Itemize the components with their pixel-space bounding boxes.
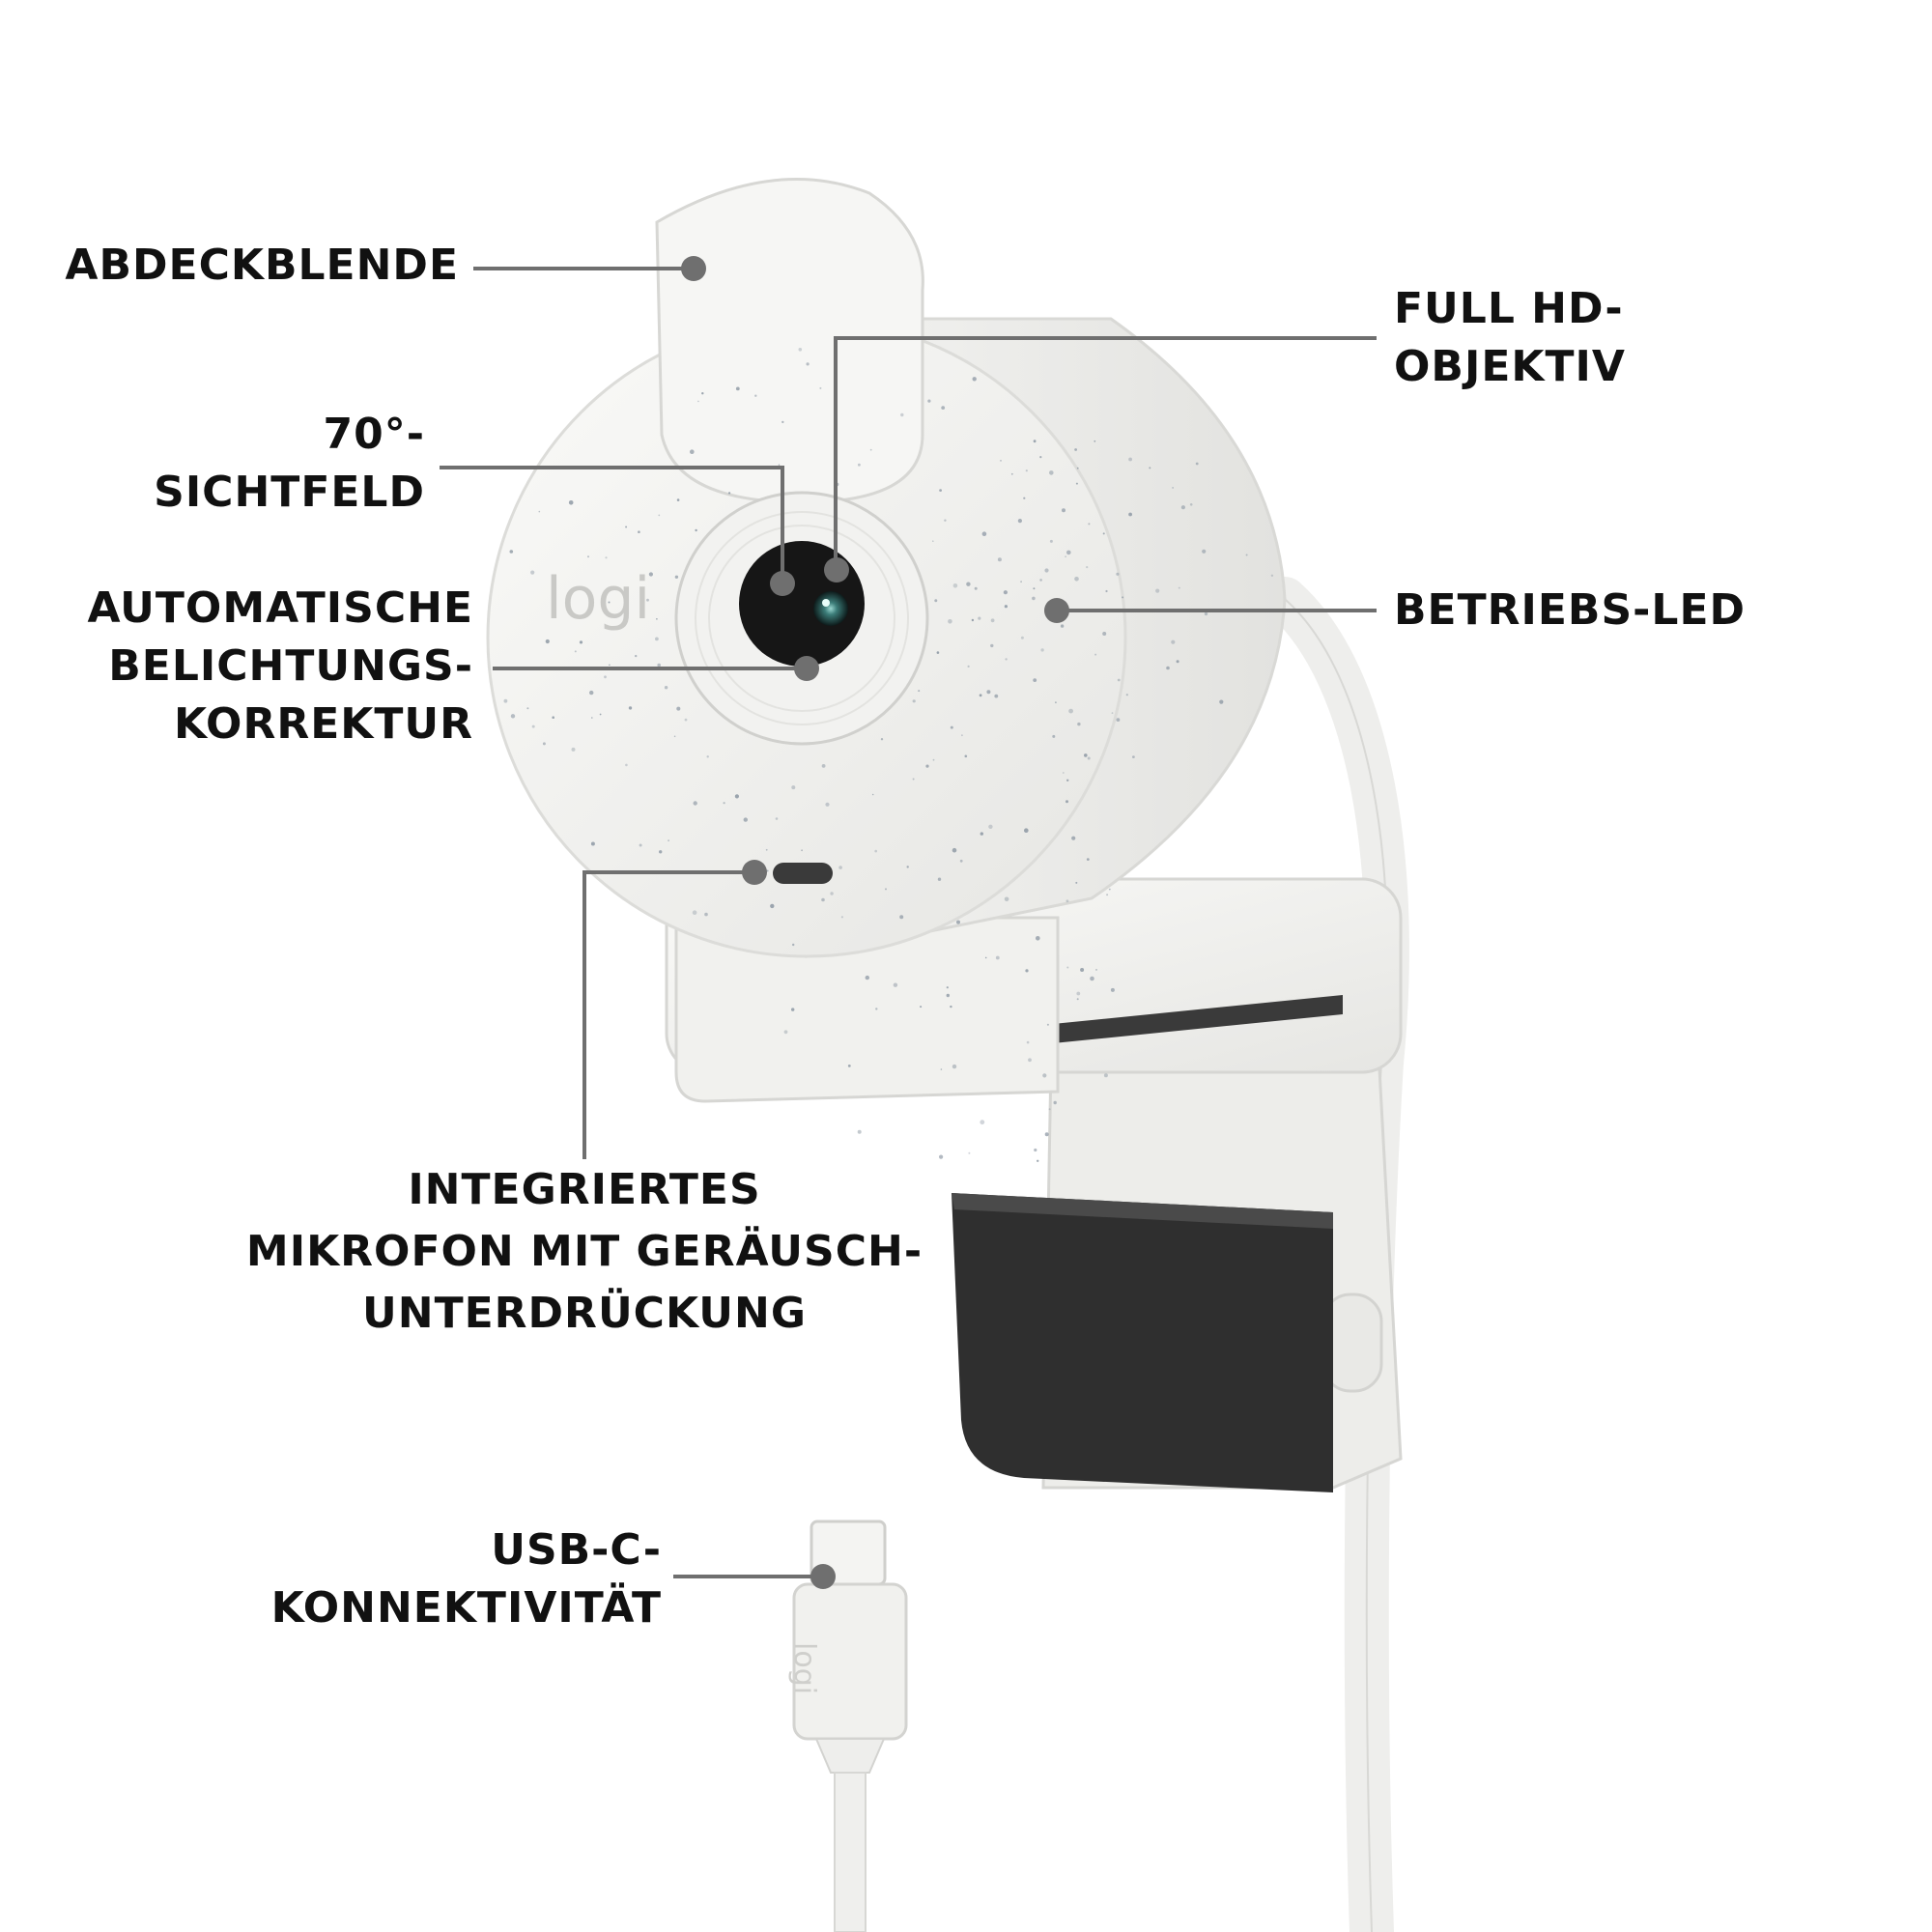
callout-cover-line-1: ABDECKBLENDE [65,241,459,290]
callout-mic: INTEGRIERTES MIKROFON MIT GERÄUSCH- UNTE… [227,1159,942,1345]
callout-lens-line-2: OBJEKTIV [1394,342,1626,391]
callout-mic-line-1: INTEGRIERTES [408,1165,761,1214]
callout-fov-line-2: SICHTFELD [154,468,425,517]
callout-mic-line-3: UNTERDRÜCKUNG [362,1289,807,1338]
speckle-texture [503,348,1274,1163]
callout-exposure-line-3: KORREKTUR [173,699,473,749]
mount-foot-pad [952,1193,1333,1492]
callout-usb-line-2: KONNEKTIVITÄT [270,1583,662,1633]
callout-exposure-line-1: AUTOMATISCHE [87,583,473,633]
lens-glass [813,591,848,626]
callout-exposure: AUTOMATISCHE BELICHTUNGS- KORREKTUR [87,580,473,753]
callout-mic-line-2: MIKROFON MIT GERÄUSCH- [245,1227,923,1276]
callout-fov: 70°- SICHTFELD [154,406,425,522]
logi-logo: logi [546,565,651,633]
callout-lens: FULL HD- OBJEKTIV [1394,280,1626,396]
callout-fov-line-1: 70°- [323,410,425,459]
callout-cover: ABDECKBLENDE [65,237,459,295]
callout-usb-line-1: USB-C- [491,1525,662,1575]
callout-dots [681,256,1069,1589]
microphone-grille [773,863,833,884]
mount-base [674,916,1060,1103]
callout-usb: USB-C- KONNEKTIVITÄT [271,1521,662,1637]
callout-lens-line-1: FULL HD- [1394,284,1624,333]
callout-led-line-1: BETRIEBS-LED [1394,585,1747,635]
callout-exposure-line-2: BELICHTUNGS- [108,641,473,691]
usb-cable [834,1772,867,1932]
callout-lines [440,267,1377,1578]
cable-logi-logo: logi [787,1642,821,1695]
callout-led: BETRIEBS-LED [1394,582,1746,639]
privacy-shutter [655,177,924,504]
